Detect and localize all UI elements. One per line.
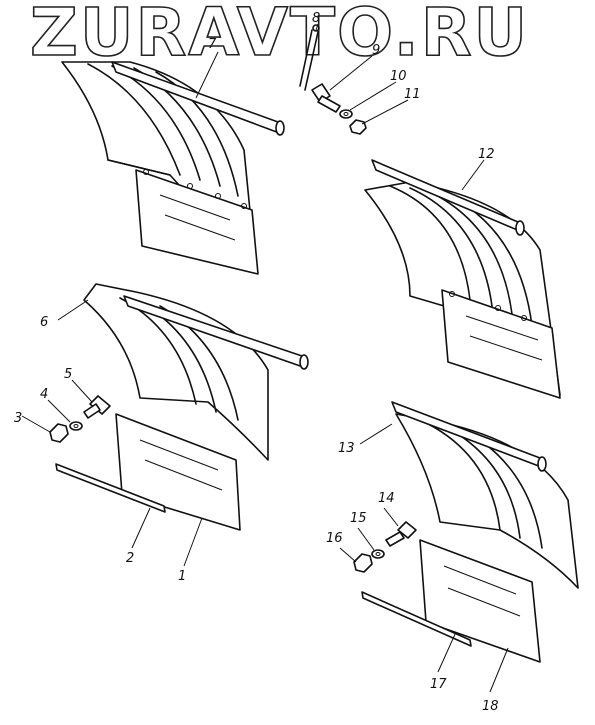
callout-18: 18	[482, 699, 499, 714]
nut-11	[349, 119, 367, 135]
bolt-14	[385, 521, 417, 547]
callout-5: 5	[64, 367, 72, 382]
mudguard-assembly-a	[61, 61, 285, 275]
washer-4	[69, 421, 83, 431]
bolt-5	[83, 395, 111, 419]
callout-2: 2	[126, 551, 134, 566]
strip-2	[55, 463, 166, 513]
callout-7: 7	[208, 37, 217, 52]
mud-flap-1	[115, 413, 241, 531]
mudguard-assembly-d	[391, 401, 579, 589]
watermark-logo: ZURAVTO.RU	[29, 0, 530, 72]
bolt-9	[311, 83, 341, 113]
washer-15	[371, 549, 385, 559]
strip-17	[361, 591, 472, 647]
callout-1: 1	[178, 569, 186, 584]
callout-4: 4	[40, 387, 48, 402]
mud-flap-18	[419, 539, 541, 663]
leader-lines	[21, 23, 509, 693]
callout-13: 13	[338, 441, 355, 456]
callout-16: 16	[326, 531, 343, 546]
callout-9: 9	[372, 43, 380, 58]
mudguard-assembly-b	[364, 159, 561, 399]
callout-8: 8	[312, 11, 320, 26]
callout-10: 10	[390, 69, 407, 84]
callout-11: 11	[404, 87, 421, 102]
nut-16	[353, 553, 373, 573]
callout-12: 12	[478, 147, 495, 162]
washer-10	[339, 109, 353, 119]
callout-6: 6	[40, 315, 48, 330]
nut-3	[49, 423, 69, 443]
callout-3: 3	[14, 411, 22, 426]
callout-17: 17	[430, 677, 447, 692]
callout-15: 15	[350, 511, 367, 526]
mudguard-assembly-c	[83, 283, 309, 461]
callout-14: 14	[378, 491, 395, 506]
cotter-pin-8	[299, 24, 320, 91]
